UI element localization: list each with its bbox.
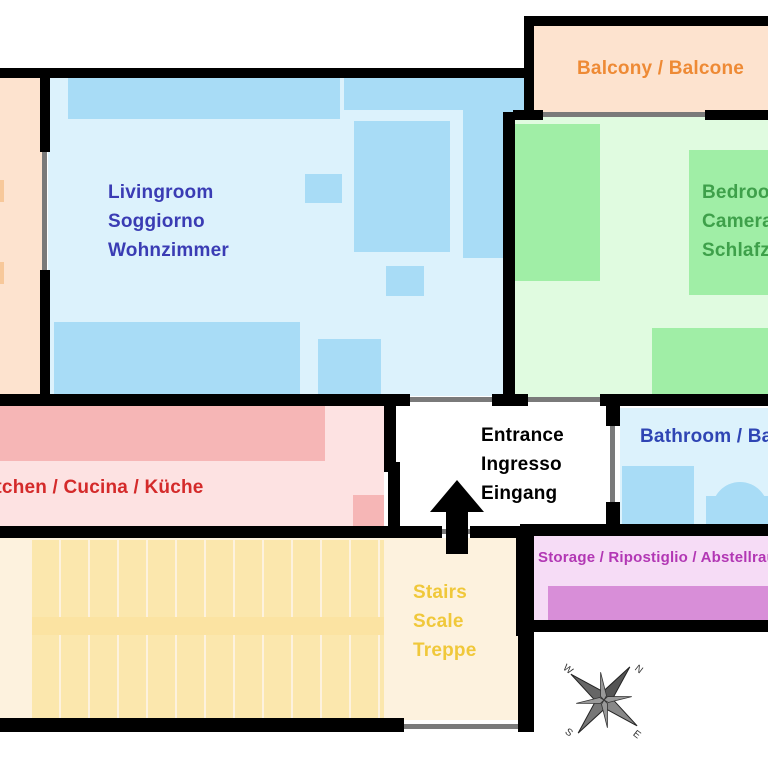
wall [0, 394, 410, 406]
bedroom-furniture [514, 124, 600, 281]
balcony-label: Balcony / Balcone [577, 58, 745, 79]
wall [384, 462, 400, 472]
wall [520, 620, 768, 632]
bedroom-furniture [689, 150, 768, 295]
wall [524, 16, 768, 26]
bedroom-door [528, 397, 600, 402]
entrance-door-top [410, 397, 492, 402]
wall [0, 718, 404, 732]
wall [470, 526, 520, 538]
livingroom-furniture [305, 174, 342, 203]
livingroom-furniture [344, 78, 524, 110]
stairs-bottom-door [404, 724, 518, 729]
livingroom-label: Livingroom Soggiorno Wohnzimmer [108, 182, 229, 261]
bedroom-label: Bedroom Camera Schlafzimmer [702, 182, 768, 261]
wall [705, 110, 768, 120]
storage-shelf [548, 586, 768, 622]
wall [384, 402, 396, 462]
wall [40, 270, 50, 400]
livingroom-furniture [354, 121, 450, 252]
wall [524, 16, 534, 112]
stairs-landing [32, 617, 384, 635]
bathroom-door [610, 426, 615, 502]
wall [520, 524, 768, 536]
balcony-area [532, 24, 768, 112]
bedroom-furniture [652, 328, 768, 398]
entrance-label: Entrance Ingresso Eingang [481, 425, 564, 504]
stairs-label: Stairs Scale Treppe [413, 582, 477, 661]
wall [606, 402, 620, 426]
compass-s-label: S [563, 726, 575, 739]
bathroom-label: Bathroom / Bagno [640, 426, 768, 447]
balcony-door [543, 112, 705, 117]
kitchen-label: Kitchen / Cucina / Küche [0, 477, 204, 498]
storage-label: Storage / Ripostiglio / Abstellraum [538, 549, 768, 566]
compass-n-label: N [632, 663, 644, 676]
wall [518, 632, 534, 732]
kitchen-counter [353, 495, 384, 528]
compass-e-label: E [631, 728, 643, 741]
wall [0, 526, 442, 538]
compass-rose-icon: N W E S [561, 662, 645, 741]
wall [492, 394, 528, 406]
livingroom-furniture [54, 322, 300, 396]
wall [0, 68, 530, 78]
wall [40, 76, 50, 152]
bathroom-fixture [622, 466, 694, 526]
left-room-fixture [0, 180, 4, 202]
kitchen-counter [0, 406, 325, 461]
wall [600, 394, 768, 406]
bathroom-toilet [712, 482, 768, 526]
livingroom-furniture [318, 339, 381, 396]
left-room-fixture [0, 262, 4, 284]
door [42, 152, 47, 270]
wall [516, 530, 534, 636]
livingroom-furniture [386, 266, 424, 296]
entrance-arrow-icon [430, 480, 484, 554]
wall [503, 112, 515, 402]
livingroom-furniture [68, 78, 340, 119]
wall [388, 472, 400, 534]
left-room-area [0, 76, 42, 396]
wall [513, 110, 543, 120]
